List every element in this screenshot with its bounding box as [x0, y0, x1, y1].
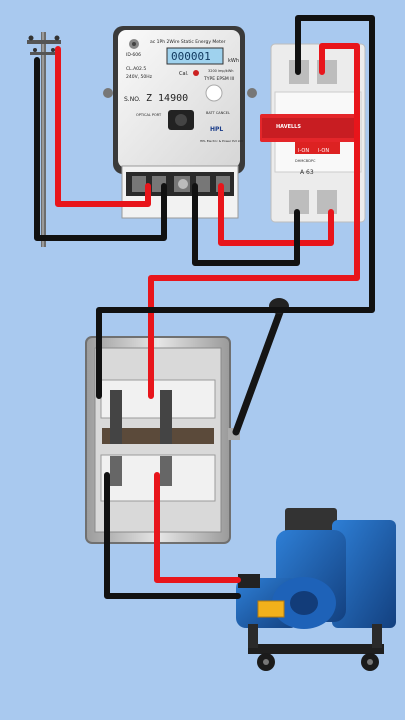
mcb-on-2: I-ON [318, 148, 329, 154]
meter-cal: Cal. [179, 71, 189, 77]
wire-pole-neutral [34, 57, 167, 241]
wire-gen-live [154, 472, 241, 583]
meter-rating: 240V, 50Hz [126, 74, 153, 80]
changeover-handle-icon [232, 298, 289, 436]
meter-unit: kWh [228, 58, 239, 64]
meter-serial-prefix: S.NO. [124, 96, 141, 103]
mcb-icon: HAVELLS I-ON I-ON DHMCBDPC A 63 [260, 43, 366, 223]
mcb-model: DHMCBDPC [295, 159, 316, 163]
wire-mcb-neutral-top [96, 15, 375, 399]
meter-class: CL.A02.5 [126, 66, 146, 72]
meter-imp: 3200 imp/kWh [208, 69, 234, 73]
meter-display: 000001 [171, 50, 211, 63]
meter-type: TYPE EPSM III [203, 76, 234, 82]
wire-meter-mcb-neutral [192, 183, 300, 266]
meter-brand: HPL [210, 126, 223, 133]
meter-serial: Z 14900 [146, 93, 188, 104]
meter-title: ac 1Ph 2Wire Static Energy Meter [150, 39, 226, 45]
wire-gen-neutral [104, 472, 241, 599]
meter-optical: OPTICAL PORT [136, 113, 162, 117]
meter-model: ID-606 [126, 52, 141, 58]
mcb-brand: HAVELLS [276, 124, 301, 130]
meter-maker: HPL Electric & Power Pvt Ltd [200, 139, 243, 143]
mcb-rating: A 63 [300, 169, 314, 176]
meter-button-label: BATT CANCEL [206, 111, 230, 115]
wire-pole-live [55, 46, 151, 207]
wire-meter-mcb-live [218, 183, 334, 246]
mcb-on-1: I-ON [298, 148, 309, 154]
utility-pole-icon [27, 32, 61, 247]
wire-mcb-live-top [148, 43, 360, 399]
energy-meter-icon: ac 1Ph 2Wire Static Energy Meter ID-606 … [103, 26, 257, 219]
generator-icon [236, 508, 396, 671]
